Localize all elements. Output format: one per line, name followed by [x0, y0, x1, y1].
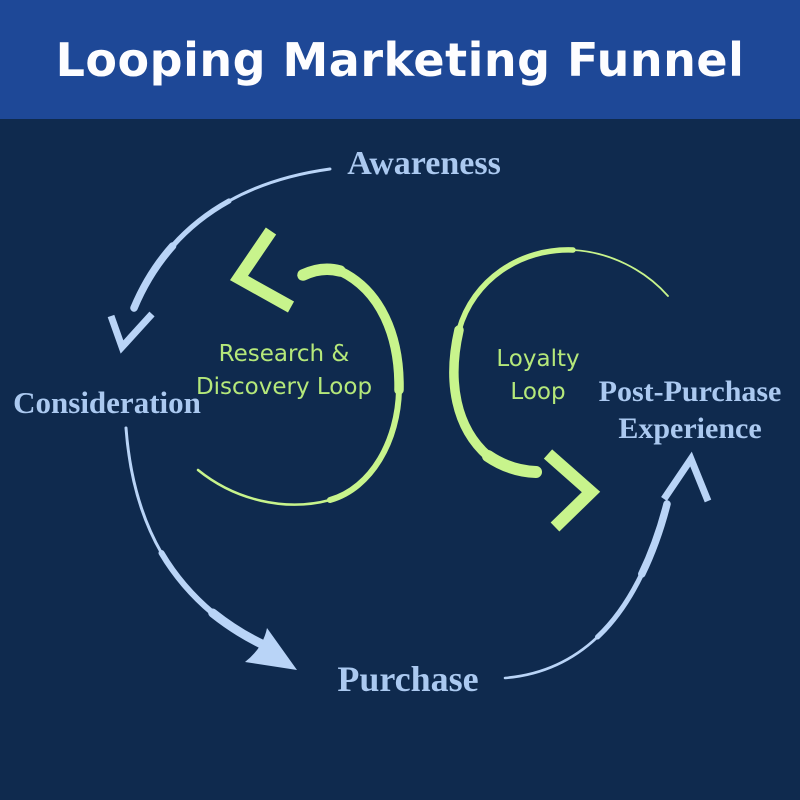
arrow-purchase-to-post-purchase: [503, 451, 712, 680]
arrowhead-down-right-icon: [245, 628, 297, 670]
loop-label-research-line2: Discovery Loop: [195, 374, 373, 400]
stage-label-consideration: Consideration: [13, 385, 201, 420]
loop-label-research-discovery: Research & Discovery Loop: [196, 338, 372, 404]
arrowhead-up-icon: [661, 451, 712, 503]
stage-label-post-purchase-experience: Post-Purchase Experience: [599, 373, 782, 447]
research-discovery-loop-arrow: [196, 227, 404, 506]
loop-label-research-line1: Research &: [218, 341, 350, 367]
loop-label-loyalty: Loyalty Loop: [496, 343, 579, 409]
arrow-consideration-to-purchase: [124, 426, 297, 670]
stage-label-purchase: Purchase: [337, 659, 479, 699]
header-banner: Looping Marketing Funnel: [0, 0, 800, 119]
arrow-awareness-to-consideration: [107, 167, 332, 354]
funnel-diagram: Awareness Consideration Purchase Post-Pu…: [0, 119, 800, 800]
arrowhead-left-icon: [229, 227, 295, 313]
loop-label-loyalty-line2: Loop: [510, 379, 566, 405]
loyalty-loop-arrow: [449, 247, 669, 532]
stage-label-awareness: Awareness: [347, 145, 501, 182]
loop-label-loyalty-line1: Loyalty: [496, 346, 580, 372]
arrowhead-right-icon: [543, 449, 601, 532]
stage-label-post-purchase-line2: Experience: [618, 412, 762, 445]
arrowhead-down-left-icon: [107, 311, 155, 354]
page-title: Looping Marketing Funnel: [55, 32, 745, 87]
stage-label-post-purchase-line1: Post-Purchase: [598, 375, 782, 408]
